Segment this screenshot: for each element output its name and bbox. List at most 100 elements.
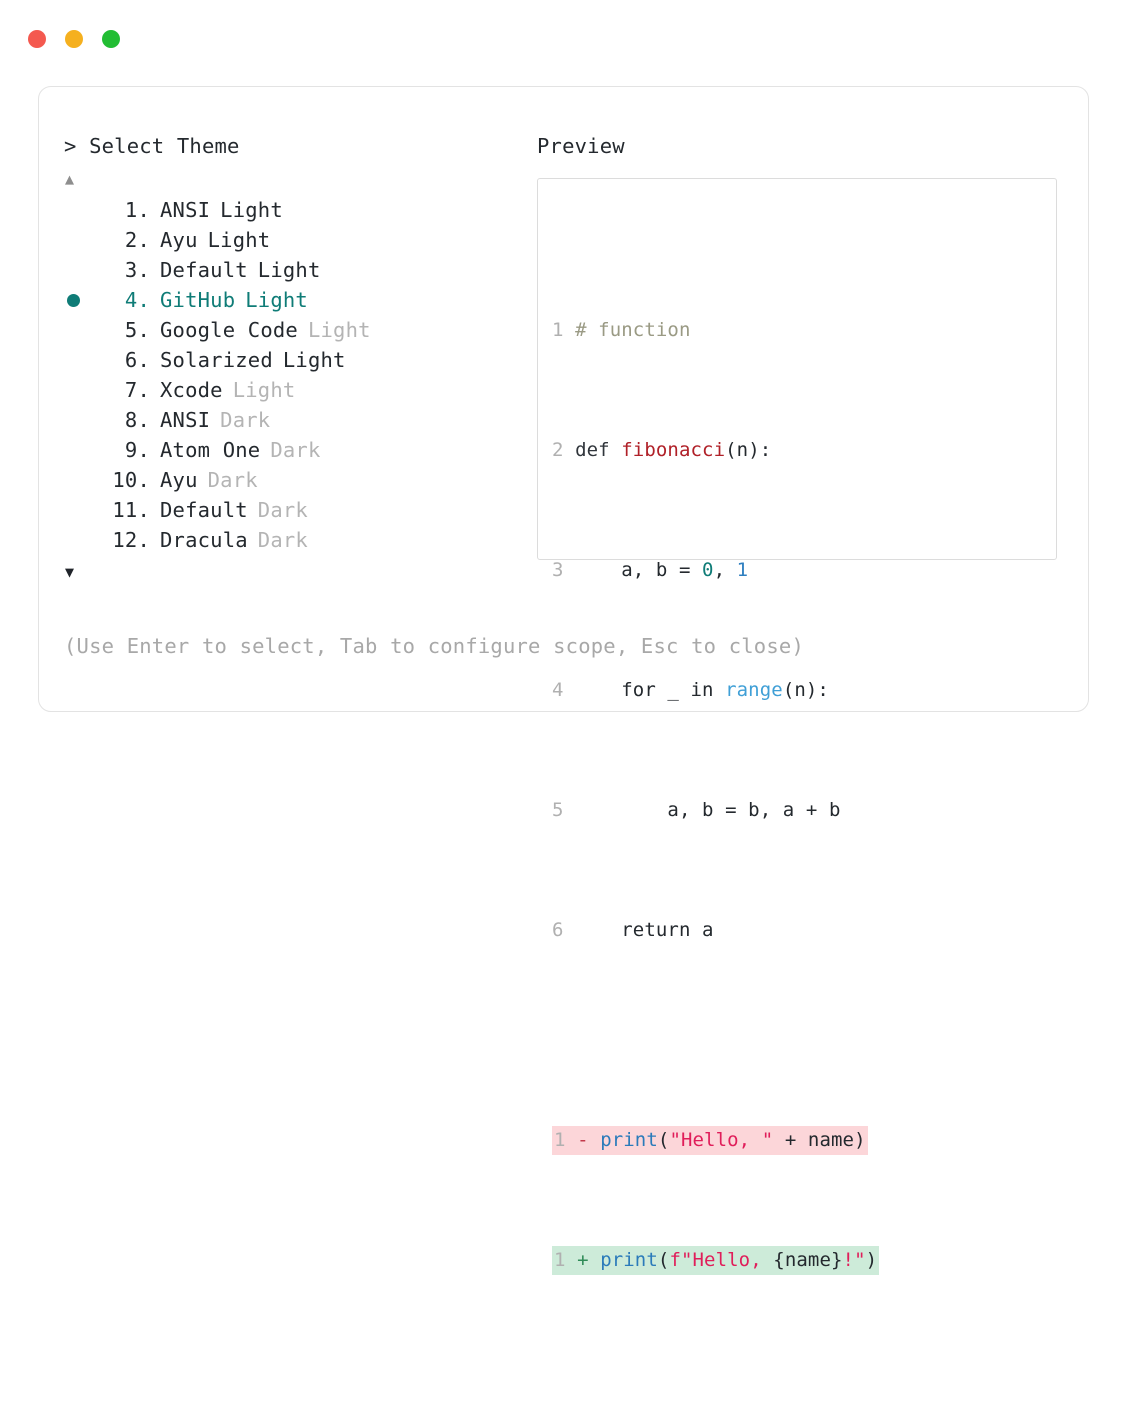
diff-sign-minus: - <box>577 1129 589 1151</box>
code-token-function: fibonacci <box>621 439 726 461</box>
code-token-plain: for _ in <box>575 679 726 701</box>
code-token-string: f"Hello, <box>669 1249 774 1271</box>
preview-pane-header: Preview <box>537 133 1067 159</box>
list-item-name: Default <box>160 498 248 522</box>
code-token-number: 0 <box>702 559 714 581</box>
list-item-index: 8. <box>124 408 150 432</box>
maximize-dot[interactable] <box>102 30 120 48</box>
line-number: 1 <box>554 1249 566 1271</box>
list-item[interactable]: 7. Xcode Light <box>64 375 534 405</box>
selection-bullet-slot <box>64 285 94 315</box>
theme-list-pane: > Select Theme ▲ 1. ANSI Light 2. Ayu Li… <box>64 133 534 582</box>
list-item-name: Ayu <box>160 228 198 252</box>
selection-bullet-slot <box>64 465 94 495</box>
line-number: 1 <box>552 319 564 341</box>
list-item-name: Xcode <box>160 378 223 402</box>
list-item[interactable]: 8. ANSI Dark <box>64 405 534 435</box>
code-line: 6 return a <box>552 915 1050 945</box>
code-token-plain: return a <box>575 919 714 941</box>
list-item[interactable]: 1. ANSI Light <box>64 195 534 225</box>
list-item-index: 7. <box>124 378 150 402</box>
list-item[interactable]: 2. Ayu Light <box>64 225 534 255</box>
list-item[interactable]: 10. Ayu Dark <box>64 465 534 495</box>
page-title: > Select Theme <box>64 134 240 158</box>
code-token-print: print <box>600 1129 658 1151</box>
list-item-name: GitHub <box>160 288 236 312</box>
code-token-plain: ( <box>657 1129 670 1151</box>
window-traffic-lights <box>28 30 120 48</box>
code-token-plain: (n): <box>725 439 772 461</box>
list-item-selected[interactable]: 4. GitHub Light <box>64 285 534 315</box>
list-item-variant: Light <box>307 318 371 342</box>
code-block: 1 # function 2 def fibonacci(n): 3 a, b … <box>552 225 1050 1425</box>
code-token-string: !" <box>842 1249 866 1271</box>
code-token-plain: ) <box>865 1249 878 1271</box>
code-line: 2 def fibonacci(n): <box>552 435 1050 465</box>
selection-bullet-slot <box>64 525 94 555</box>
code-token-interpolation: {name} <box>773 1249 843 1271</box>
selection-bullet-slot <box>64 375 94 405</box>
list-item-name: Google Code <box>160 318 298 342</box>
code-line: 3 a, b = 0, 1 <box>552 555 1050 585</box>
list-item-variant: Light <box>232 378 296 402</box>
selection-bullet-slot <box>64 195 94 225</box>
code-line: 5 a, b = b, a + b <box>552 795 1050 825</box>
code-token-comment: # function <box>575 319 691 341</box>
code-token-plain: a, b = <box>575 559 703 581</box>
list-item[interactable]: 6. Solarized Light <box>64 345 534 375</box>
list-item[interactable]: 5. Google Code Light <box>64 315 534 345</box>
list-item-variant: Light <box>245 288 308 312</box>
code-token-plain: + name <box>773 1129 855 1151</box>
selection-bullet-slot <box>64 345 94 375</box>
keyboard-hint: (Use Enter to select, Tab to configure s… <box>64 634 804 658</box>
list-item-variant: Dark <box>270 438 321 462</box>
code-token-plain: , <box>713 559 737 581</box>
list-item-variant: Dark <box>207 468 258 492</box>
list-item-index: 12. <box>112 528 150 552</box>
list-item[interactable]: 11. Default Dark <box>64 495 534 525</box>
diff-sign-plus: + <box>577 1249 589 1271</box>
list-item-index: 9. <box>124 438 150 462</box>
list-item-name: Atom One <box>160 438 261 462</box>
selection-bullet-slot <box>64 225 94 255</box>
list-item-variant: Light <box>282 348 346 372</box>
line-number: 1 <box>554 1129 566 1151</box>
list-item[interactable]: 9. Atom One Dark <box>64 435 534 465</box>
list-item-variant: Light <box>207 228 271 252</box>
code-line: 1 # function <box>552 315 1050 345</box>
list-item-name: Ayu <box>160 468 198 492</box>
code-line: 4 for _ in range(n): <box>552 675 1050 705</box>
code-token-print: print <box>600 1249 658 1271</box>
list-item-variant: Dark <box>220 408 271 432</box>
list-item-index: 3. <box>124 258 150 282</box>
line-number: 2 <box>552 439 564 461</box>
diff-line-added: 1 + print(f"Hello, {name}!") <box>552 1245 880 1275</box>
list-item-index: 11. <box>112 498 150 522</box>
selection-bullet-slot <box>64 435 94 465</box>
list-item-variant: Dark <box>257 528 308 552</box>
list-item-index: 1. <box>124 198 150 222</box>
scroll-up-arrow[interactable]: ▲ <box>65 170 75 188</box>
code-token-plain: ( <box>657 1249 670 1271</box>
selection-bullet-slot <box>64 315 94 345</box>
close-dot[interactable] <box>28 30 46 48</box>
list-item[interactable]: 3. Default Light <box>64 255 534 285</box>
list-item-index: 5. <box>124 318 150 342</box>
list-item-index: 4. <box>124 288 150 312</box>
selected-bullet-icon <box>67 293 80 307</box>
diff-line-removed: 1 - print("Hello, " + name) <box>552 1125 868 1155</box>
scroll-down-arrow[interactable]: ▼ <box>65 563 75 581</box>
diff-block: 1 - print("Hello, " + name) 1 + print(f"… <box>552 1065 1050 1335</box>
code-token-plain: ) <box>854 1129 866 1151</box>
code-preview-box: 1 # function 2 def fibonacci(n): 3 a, b … <box>537 178 1057 1275</box>
list-item-name: Default <box>160 258 248 282</box>
line-number: 4 <box>552 679 564 701</box>
minimize-dot[interactable] <box>65 30 83 48</box>
list-item-index: 6. <box>124 348 150 372</box>
code-token-keyword: def <box>575 439 610 461</box>
theme-list[interactable]: 1. ANSI Light 2. Ayu Light 3. Default Li… <box>64 195 534 555</box>
code-token-string: "Hello, " <box>669 1129 774 1151</box>
list-item[interactable]: 12. Dracula Dark <box>64 525 534 555</box>
list-item-name: ANSI <box>160 198 211 222</box>
line-number: 3 <box>552 559 564 581</box>
